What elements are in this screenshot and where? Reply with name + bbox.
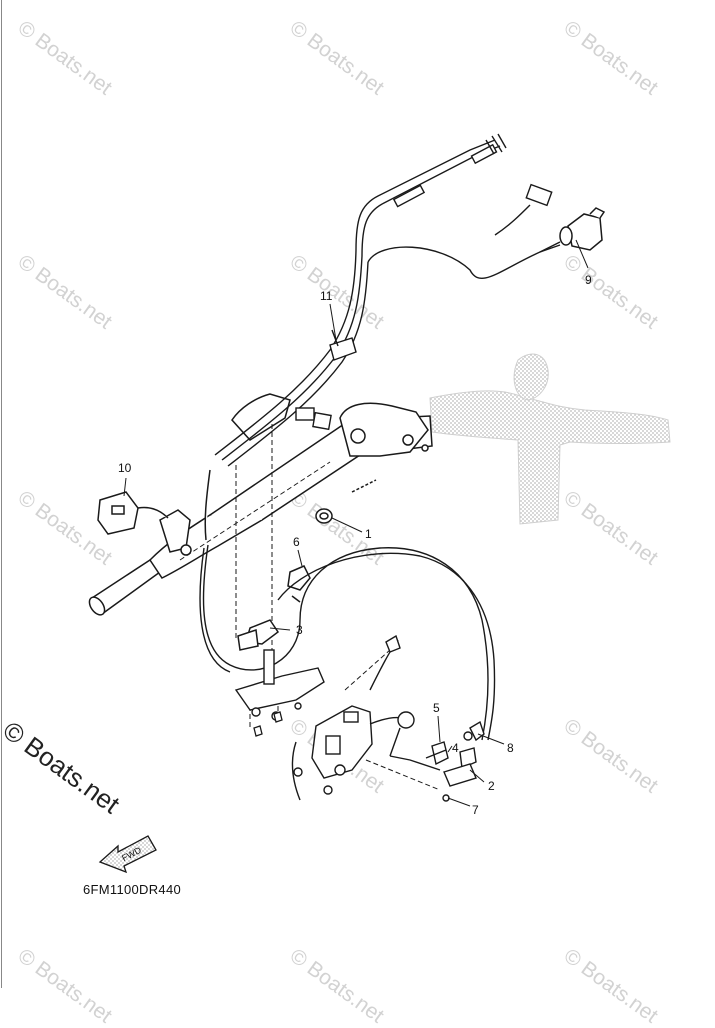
friction-assembly (291, 634, 441, 801)
diagram-code: 6FM1100DR440 (83, 882, 182, 897)
callout-1: 1 (365, 527, 372, 541)
part-3-clip (237, 619, 280, 651)
throttle-cables (214, 133, 561, 467)
callout-4: 4 (452, 741, 459, 755)
leader-lines (123, 239, 589, 807)
fwd-arrow-icon: FWD (98, 835, 157, 874)
part-10-grip-switch (97, 491, 169, 535)
callout-2: 2 (488, 779, 495, 793)
part-6-clip (287, 565, 311, 603)
cable-end-parts (425, 720, 485, 802)
handle-connector (295, 407, 332, 431)
callout-6: 6 (293, 535, 300, 549)
part-11-clamp (329, 329, 357, 361)
callout-5: 5 (433, 701, 440, 715)
callout-8: 8 (507, 741, 514, 755)
callout-3: 3 (296, 623, 303, 637)
loop-cable (199, 544, 496, 741)
page-border (1, 0, 2, 988)
part-9-plug (539, 207, 606, 253)
callout-10: 10 (118, 461, 132, 475)
part-1-grommet (315, 479, 377, 524)
callout-7: 7 (472, 803, 479, 817)
wire-connector (494, 183, 553, 236)
steering-handle-diagram: 1 2 3 4 5 6 7 8 9 10 11 FWD (88, 133, 671, 874)
callout-labels: 1 2 3 4 5 6 7 8 9 10 11 (118, 273, 592, 817)
bolts (253, 711, 283, 737)
mount-bracket (234, 649, 325, 721)
callout-9: 9 (585, 273, 592, 287)
callout-11: 11 (320, 289, 333, 303)
ghost-bracket (429, 353, 671, 525)
tiller-handle (88, 393, 433, 616)
parts-diagram-page: © Boats.net © Boats.net © Boats.net © Bo… (0, 0, 671, 1028)
